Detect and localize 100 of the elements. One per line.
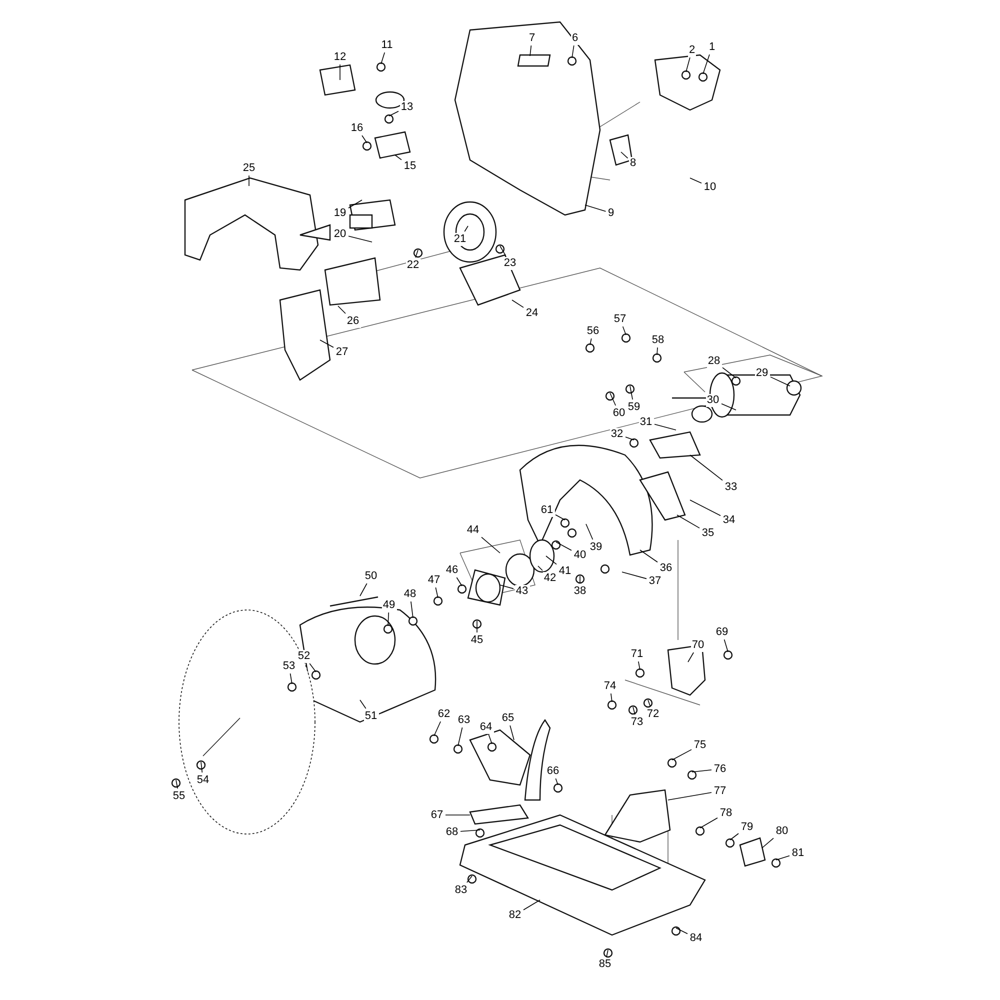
callout-number: 25 (242, 162, 256, 174)
callout-number: 16 (350, 122, 364, 134)
callout-number: 66 (546, 764, 560, 778)
callout-number: 60 (612, 406, 626, 420)
leader-line (656, 347, 658, 356)
callout-number: 23 (502, 256, 518, 270)
leader-line (320, 340, 334, 348)
leader-line (348, 236, 372, 242)
callout-number: 80 (774, 824, 790, 838)
leader-line (555, 778, 558, 786)
leader-line (690, 178, 702, 184)
callout-number: 73 (630, 716, 644, 728)
callout-number: 68 (444, 826, 460, 838)
callout-number: 43 (514, 584, 530, 598)
callout-number: 64 (478, 720, 494, 734)
callout-number: 39 (588, 540, 604, 554)
callout-number: 83 (454, 884, 468, 896)
leader-line (724, 639, 728, 652)
leader-line (721, 403, 736, 410)
leader-line (360, 700, 366, 709)
leader-line (610, 392, 616, 406)
leader-line (722, 367, 736, 378)
leader-line (410, 601, 414, 618)
leader-line (360, 583, 368, 596)
callout-number: 13 (400, 100, 414, 114)
callout-number: 15 (402, 160, 418, 172)
callout-number: 49 (382, 598, 396, 612)
leader-line (648, 700, 651, 707)
leader-line (686, 57, 690, 72)
leader-line (415, 250, 418, 258)
callout-number: 81 (790, 846, 806, 860)
leader-line (362, 135, 368, 144)
callout-number: 2 (688, 44, 696, 56)
callout-number: 9 (606, 206, 616, 220)
leader-line (730, 833, 739, 840)
callout-number: 34 (722, 514, 736, 526)
callout-number: 8 (628, 156, 638, 170)
callout-number: 82 (508, 908, 522, 922)
leader-line (610, 693, 612, 702)
leader-line (630, 386, 633, 400)
leader-line (500, 246, 506, 256)
callout-number: 46 (444, 564, 460, 576)
leader-line (394, 154, 402, 160)
callout-number: 75 (692, 738, 708, 752)
leader-line (555, 514, 566, 520)
leader-line (622, 572, 647, 580)
callout-number: 65 (500, 712, 516, 724)
callout-number: 79 (740, 820, 754, 834)
callout-number: 32 (610, 428, 624, 440)
leader-line (770, 376, 790, 386)
leader-line (625, 436, 634, 440)
leader-line (435, 587, 438, 598)
callout-number: 38 (572, 584, 588, 598)
leader-line (622, 326, 626, 336)
callout-number: 40 (572, 548, 588, 562)
callout-number: 58 (650, 334, 666, 346)
leader-line (688, 652, 694, 662)
leader-line (690, 500, 721, 516)
callout-number: 57 (612, 312, 628, 326)
leader-line (690, 454, 723, 481)
callout-number: 45 (470, 634, 484, 646)
callout-number: 37 (648, 574, 662, 588)
leader-line (388, 110, 399, 116)
leader-line (510, 725, 514, 740)
leader-line (572, 45, 574, 58)
leader-line (620, 152, 628, 159)
callout-number: 67 (430, 808, 444, 822)
callout-number: 76 (712, 762, 728, 776)
leader-line (530, 45, 532, 56)
callout-number: 6 (570, 32, 580, 44)
leader-line (586, 524, 594, 540)
callout-number: 56 (586, 324, 600, 338)
leader-line (458, 727, 463, 746)
leader-line (702, 54, 710, 74)
callout-number: 26 (346, 314, 360, 328)
leader-line (668, 792, 712, 800)
callout-number: 33 (724, 480, 738, 494)
leader-line (500, 584, 514, 590)
leader-line (434, 721, 441, 736)
leader-line (762, 838, 774, 848)
callout-number: 28 (706, 354, 722, 368)
leader-line (290, 673, 292, 684)
leader-line (523, 900, 540, 910)
leader-line (556, 542, 572, 551)
leader-line (380, 52, 386, 64)
leader-line (638, 661, 640, 670)
callout-number: 78 (718, 806, 734, 820)
leader-line (176, 780, 178, 789)
leader-line (248, 175, 250, 186)
leader-line (676, 514, 700, 528)
leader-line (672, 749, 692, 760)
leader-line (466, 876, 472, 883)
leader-line (700, 818, 718, 828)
leader-line (488, 734, 492, 744)
callout-number: 19 (332, 206, 348, 220)
leader-line (676, 928, 688, 934)
leader-line (654, 424, 676, 430)
leader-line (338, 306, 346, 314)
leader-line (464, 226, 468, 232)
callout-number: 84 (688, 932, 704, 944)
